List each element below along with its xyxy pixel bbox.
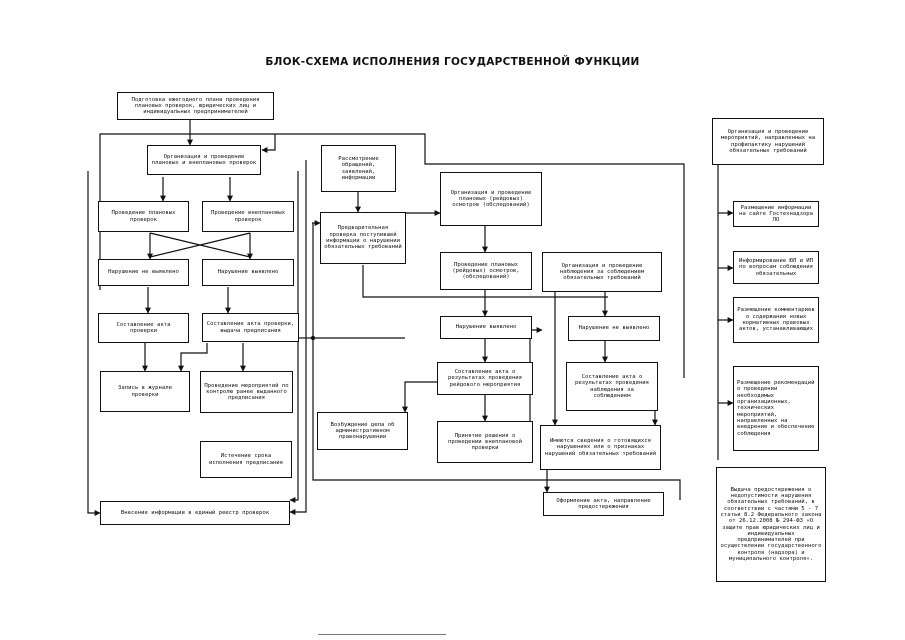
node-law-warning: Выдача предостережения о недопустимости …: [716, 467, 826, 582]
node-admin-case: Возбуждение дела об административном пра…: [317, 412, 408, 450]
node-inform-business: Информирование ЮЛ и ИП по вопросам соблю…: [733, 251, 819, 284]
link-cross-2: [149, 232, 251, 258]
link-mid-vert: [312, 223, 681, 500]
node-prevention: Организация и проведение мероприятий, на…: [712, 118, 824, 165]
node-no-violation-left: Нарушение не выявлено: [98, 259, 189, 286]
node-violation-left: Нарушение выявлено: [202, 259, 294, 286]
footer-line: [318, 634, 446, 635]
node-act-check: Составление акта проверки: [98, 313, 189, 343]
link-actorder-to-journal-side: [178, 343, 208, 372]
node-info-received: Имеются сведения о готовящихся нарушения…: [540, 425, 661, 470]
node-raids: Проведение плановых (рейдовых) осмотров,…: [440, 252, 532, 290]
node-no-violation-right: Нарушение не выявлено: [568, 316, 660, 341]
link-rail-b: [289, 160, 307, 515]
node-act-order: Составление акта проверки, выдача предпи…: [202, 313, 299, 342]
node-comments-acts: Размещение комментариев о содержании нов…: [733, 297, 819, 343]
junction-dot-left: [310, 335, 316, 341]
node-recommendations: Размещение рекомендаций о проведении нео…: [733, 366, 819, 451]
node-raids-organize: Организация и проведение плановых (рейдо…: [440, 172, 542, 226]
node-organize-checks: Организация и проведение плановых и внеп…: [147, 145, 261, 175]
link-bus: [362, 265, 608, 298]
node-unplanned-decision: Принятие решения о проведении внепланово…: [437, 421, 533, 463]
node-deadline-expired: Истечение срока исполнения предписания: [200, 441, 292, 478]
node-planned-checks: Проведение плановых проверок: [98, 201, 189, 232]
link-top-loop-org: [261, 134, 276, 153]
node-annual-plan: Подготовка ежегодного плана проведения п…: [117, 92, 274, 120]
node-registry: Внесение информации в единый реестр пров…: [100, 501, 290, 525]
node-act-raid: Составление акта о результатах проведени…: [437, 362, 533, 395]
node-journal-entry: Запись в журнале проверки: [100, 371, 190, 412]
link-actraid-to-admin: [402, 381, 437, 413]
link-left-rail: [87, 171, 101, 516]
node-preliminary-check: Предварительная проверка поступившей инф…: [320, 212, 406, 264]
node-act-observation: Составление акта о результатах проведени…: [566, 362, 658, 411]
node-site-info: Размещение информации на сайте Гостехнад…: [733, 201, 819, 227]
node-warning-act: Оформление акта, направление предостереж…: [543, 492, 664, 516]
node-control-measures: Проведение мероприятий по контролю ранее…: [200, 371, 293, 413]
diagram-title: БЛОК-СХЕМА ИСПОЛНЕНИЯ ГОСУДАРСТВЕННОЙ ФУ…: [265, 56, 640, 68]
link-rail-a: [289, 171, 299, 503]
link-top-loop: [99, 133, 685, 378]
node-violation-right: Нарушение выявлено: [440, 316, 532, 339]
node-observation: Организация и проведение наблюдения за с…: [542, 252, 662, 292]
node-appeals: Рассмотрение обращений, заявлений, инфор…: [321, 145, 396, 192]
node-unplanned-checks: Проведение внеплановых проверок: [202, 201, 294, 232]
